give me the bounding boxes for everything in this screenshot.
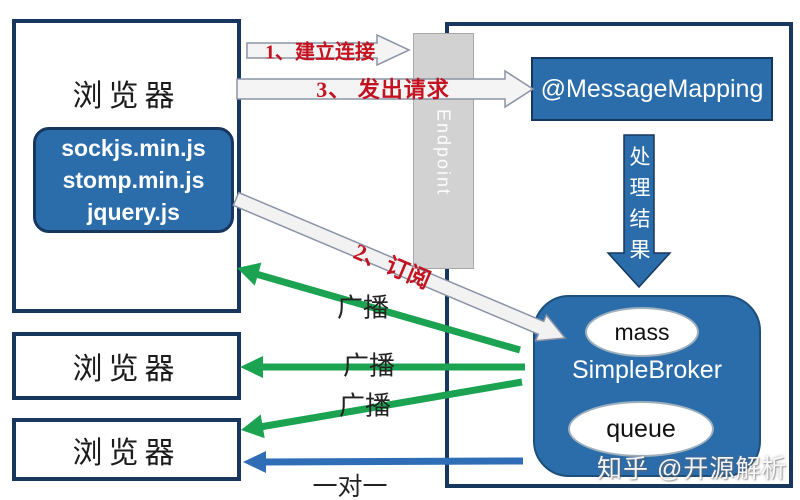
process-result-arrow xyxy=(606,134,672,289)
message-mapping-label: @MessageMapping xyxy=(540,74,764,103)
queue-label: queue xyxy=(606,414,676,443)
watermark: 知乎 @开源解析 xyxy=(597,455,788,483)
broadcast-arrow-1 xyxy=(237,262,521,354)
queue-ellipse: queue xyxy=(568,401,714,457)
browser-box-3: 浏览器 xyxy=(12,418,241,481)
one-to-one-label: 一对一 xyxy=(312,474,388,500)
one-to-one-arrow xyxy=(243,451,524,473)
browser-2-label: 浏览器 xyxy=(72,353,181,386)
lib-jquery: jquery.js xyxy=(87,199,180,225)
simple-broker-box: mass SimpleBroker queue xyxy=(533,295,761,477)
process-result-label: 处理结果 xyxy=(629,145,651,262)
topic-label: mass xyxy=(614,318,670,345)
request-label: 3、 发出请求 xyxy=(316,77,450,102)
connect-label: 1、建立连接 xyxy=(265,41,375,64)
client-libs-box: sockjs.min.js stomp.min.js jquery.js xyxy=(33,127,234,233)
subscribe-arrow xyxy=(232,191,567,342)
broadcast-label-2: 广播 xyxy=(342,351,396,381)
browser-main-label: 浏览器 xyxy=(72,80,181,113)
browser-3-label: 浏览器 xyxy=(72,436,181,470)
message-mapping-box: @MessageMapping xyxy=(531,57,773,121)
connect-arrow xyxy=(246,33,411,67)
lib-stomp: stomp.min.js xyxy=(62,167,205,193)
simple-broker-label: SimpleBroker xyxy=(571,356,723,384)
broadcast-label-3: 广播 xyxy=(338,391,392,421)
request-arrow xyxy=(236,69,535,109)
browser-box-2: 浏览器 xyxy=(12,332,241,400)
broadcast-arrow-3 xyxy=(241,378,523,439)
topic-ellipse: mass xyxy=(585,307,699,357)
lib-sockjs: sockjs.min.js xyxy=(61,135,206,161)
endpoint-box xyxy=(413,33,474,269)
broadcast-arrow-2 xyxy=(240,356,525,378)
broadcast-label-1: 广播 xyxy=(336,293,390,323)
